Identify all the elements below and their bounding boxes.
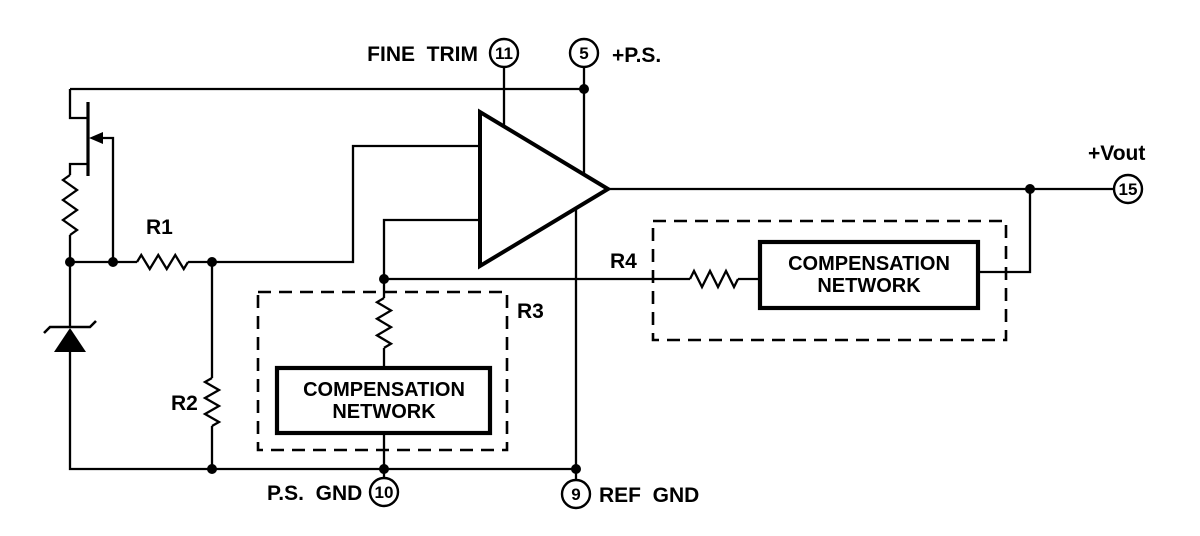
resistor-r4 [688, 268, 740, 290]
r4-label: R4 [610, 250, 637, 273]
left-compensation-label-line1: COMPENSATION [303, 379, 465, 401]
resistor-r3 [374, 297, 394, 349]
pin-10-number: 10 [375, 483, 394, 502]
zener-anode-and-bottom-rail [68, 352, 576, 471]
left-network-dashed-box [256, 290, 509, 452]
feedback-right-wire [978, 189, 1032, 274]
pin-5-terminal: 5 [568, 37, 600, 69]
pin-9-number: 9 [571, 485, 580, 504]
opamp-triangle [478, 108, 612, 270]
pin-5-circle [568, 37, 600, 69]
pin-11-terminal: 11 [488, 37, 520, 69]
right-compensation-label-line2: NETWORK [817, 275, 921, 297]
pin-11-number: 11 [495, 44, 513, 63]
r2-label: R2 [171, 392, 198, 415]
junction-dot [379, 464, 389, 474]
jfet-gate-arrow-icon [89, 132, 103, 144]
ps-gnd-label: P.S. GND [267, 482, 362, 505]
resistor-r2 [202, 377, 222, 427]
left-compensation-box [274, 365, 493, 436]
right-network-dashed-box [651, 219, 1008, 342]
zener-cathode-bar [43, 320, 97, 334]
r1-label: R1 [146, 216, 173, 239]
zener-diode [43, 320, 97, 352]
ref-gnd-label: REF GND [599, 484, 699, 507]
jfet-source-wire [68, 162, 88, 175]
junction-dot [207, 257, 217, 267]
jfet-gate-wire [101, 136, 115, 262]
pin-11-circle [488, 37, 520, 69]
pin-15-terminal: 15 [1112, 173, 1144, 205]
plus-vout-label: +Vout [1088, 142, 1145, 165]
jfet-drain-wire [68, 89, 88, 120]
jfet-transistor [86, 102, 103, 176]
junction-dot [65, 257, 75, 267]
pin-5-number: 5 [579, 44, 588, 63]
junction-dot [1025, 184, 1035, 194]
fine-trim-label: FINE TRIM [367, 43, 478, 66]
zener-anode-triangle [54, 328, 86, 352]
right-compensation-label-line1: COMPENSATION [788, 253, 950, 275]
left-compensation-label-line2: NETWORK [332, 401, 436, 423]
junction-dot [571, 464, 581, 474]
pin-9-terminal: 9 [560, 478, 592, 510]
inverting-input-wire [382, 218, 480, 279]
noninverting-input-wire [188, 144, 480, 264]
pin-10-circle [368, 476, 400, 508]
source-resistor [61, 174, 79, 236]
pin-10-terminal: 10 [368, 476, 400, 508]
resistor-r1 [136, 252, 189, 272]
r3-label: R3 [517, 300, 544, 323]
pin-15-number: 15 [1119, 180, 1138, 199]
junction-dot [379, 274, 389, 284]
right-compensation-box [757, 239, 981, 311]
junction-dot [108, 257, 118, 267]
pin-15-circle [1112, 173, 1144, 205]
junction-dot [579, 84, 589, 94]
plus-ps-label: +P.S. [612, 44, 661, 67]
pin-9-circle [560, 478, 592, 510]
junction-dot [207, 464, 217, 474]
